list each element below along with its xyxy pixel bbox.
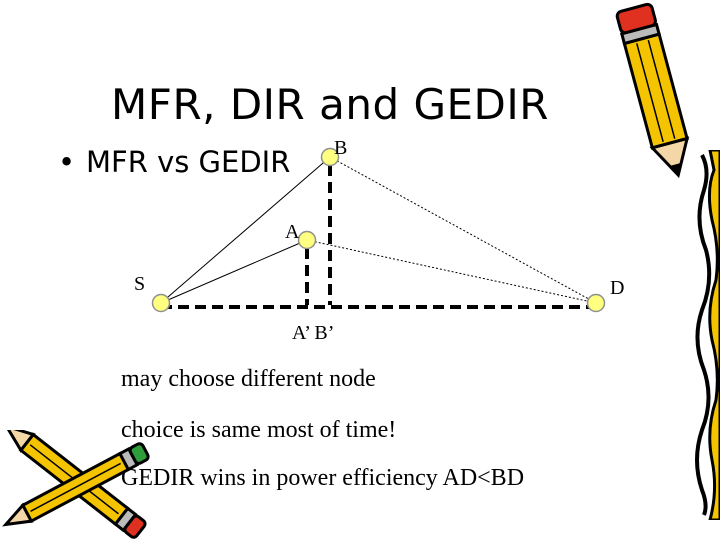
label-projections: A’ B’ [292, 322, 335, 344]
label-d: D [610, 277, 625, 299]
note-2: choice is same most of time! [121, 417, 397, 443]
edge-a-d [306, 239, 597, 304]
bullet-dot: • [58, 145, 76, 179]
node-s [151, 293, 171, 313]
node-b [320, 147, 340, 167]
edge-b-d [329, 156, 597, 304]
bullet-text: MFR vs GEDIR [86, 145, 291, 179]
pencil-icon [695, 150, 720, 520]
edge-s-a [160, 239, 308, 304]
crossed-pencils-icon [2, 430, 150, 539]
bullet-item: • MFR vs GEDIR [58, 145, 290, 179]
note-3: GEDIR wins in power efficiency AD<BD [121, 465, 525, 491]
node-d [586, 293, 606, 313]
pencil-icon [615, 2, 690, 179]
label-s: S [134, 273, 146, 295]
note-1: may choose different node [121, 366, 376, 392]
label-a: A [285, 221, 300, 243]
node-a [297, 230, 317, 250]
edge-s-b [160, 156, 331, 304]
label-b: B [334, 137, 348, 159]
slide-title: MFR, DIR and GEDIR [111, 80, 549, 129]
